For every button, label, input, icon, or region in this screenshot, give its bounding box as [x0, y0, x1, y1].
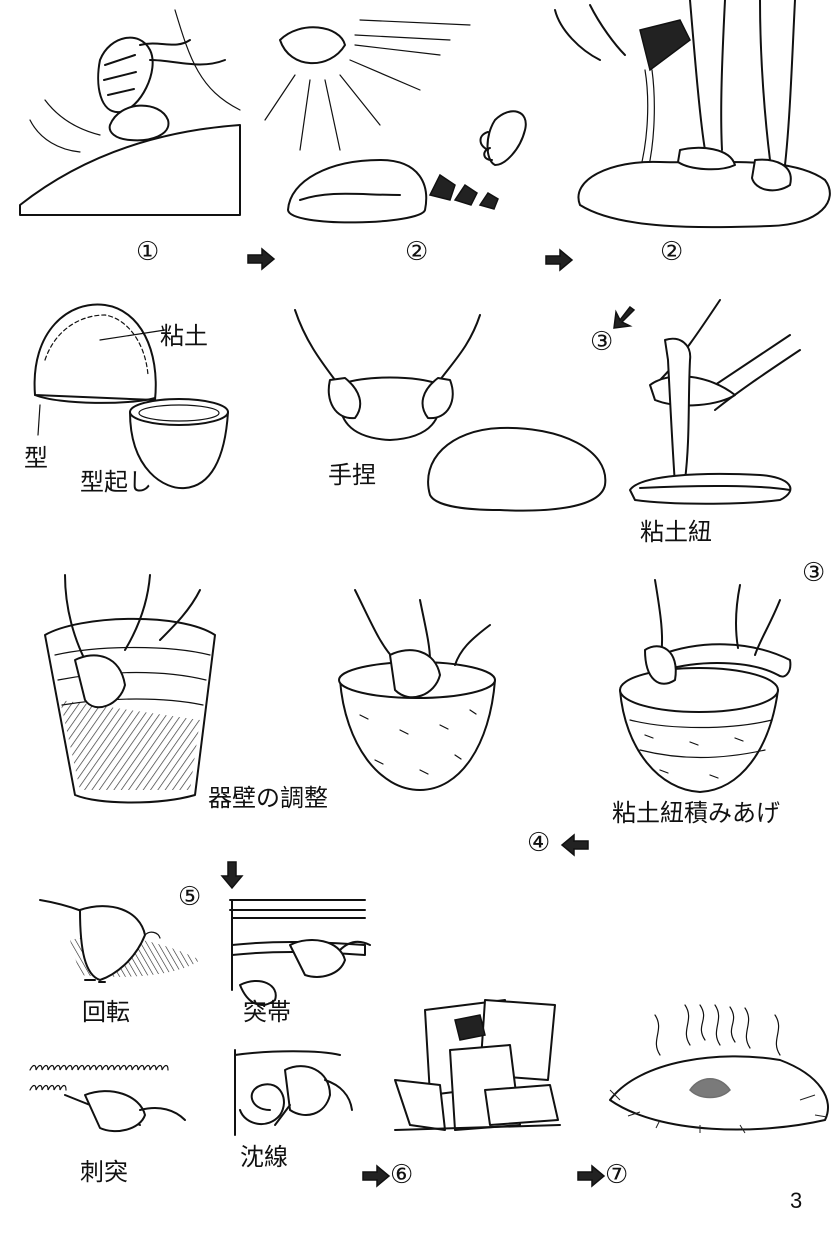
label-mold: 型 — [24, 438, 48, 473]
step-7: ⑦ — [605, 1160, 628, 1190]
panel-stab — [30, 1066, 185, 1132]
label-rotation: 回転 — [82, 992, 130, 1027]
panel-knead-feet — [555, 0, 830, 227]
panel-raised-band — [230, 900, 370, 1005]
label-hand-pinch: 手捏 — [328, 455, 376, 490]
label-clay-coil: 粘土紐 — [640, 512, 712, 547]
panel-clay-coil — [630, 300, 800, 504]
step-2-sun: ② — [405, 237, 428, 267]
panel-sun-crush — [265, 20, 526, 222]
step-3-coil: ③ — [590, 327, 613, 357]
label-incised-line: 沈線 — [240, 1137, 288, 1172]
step-3-stack: ③ — [802, 558, 825, 588]
panel-bowl-smooth — [339, 590, 495, 790]
label-clay: 粘土 — [160, 316, 208, 351]
step-6: ⑥ — [390, 1160, 413, 1190]
panel-dig-clay — [20, 10, 240, 215]
panel-wall-adjust — [45, 575, 215, 803]
label-coil-stacking: 粘土紐積みあげ — [612, 793, 780, 828]
step-5: ⑤ — [178, 882, 201, 912]
label-mold-lift: 型起し — [80, 462, 152, 497]
panel-dried-pots — [395, 1000, 560, 1130]
step-4: ④ — [527, 828, 550, 858]
panel-open-fire — [610, 1005, 828, 1133]
label-stab: 刺突 — [80, 1152, 128, 1187]
label-raised-band: 突帯 — [243, 992, 291, 1027]
arrows-row1 — [248, 249, 634, 328]
page-number: 3 — [790, 1188, 802, 1214]
panel-rotation — [40, 900, 200, 982]
label-wall-adjust: 器壁の調整 — [208, 778, 328, 813]
step-1: ① — [136, 237, 159, 267]
step-2-knead: ② — [660, 237, 683, 267]
panel-coil-stack — [620, 580, 790, 792]
panel-incised-line — [235, 1050, 352, 1135]
